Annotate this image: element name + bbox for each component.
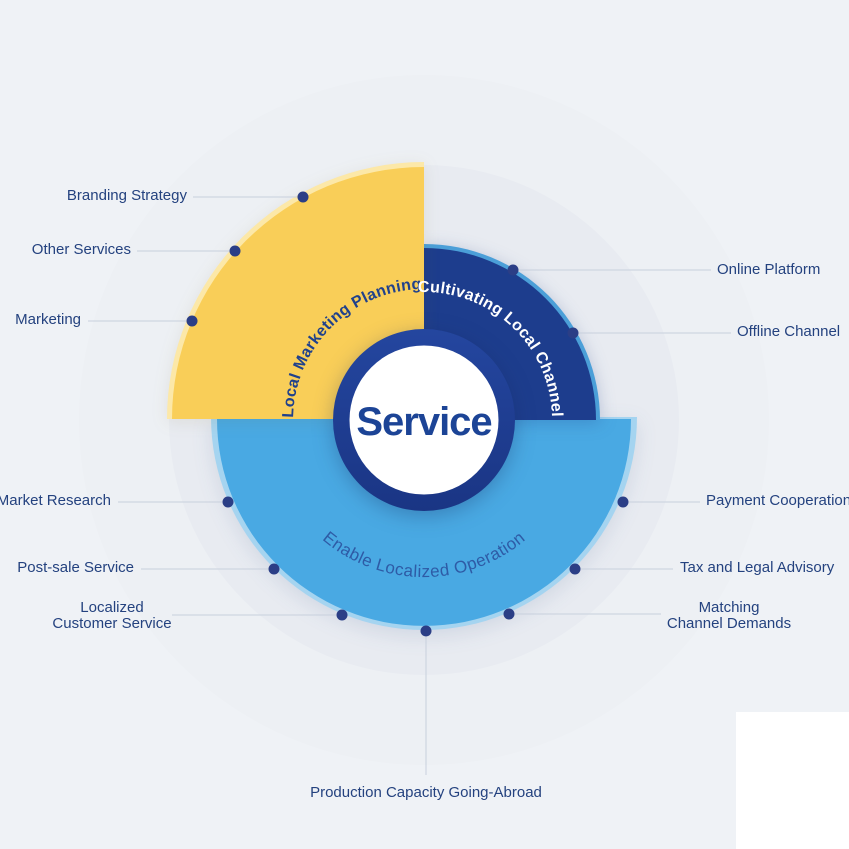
callout-branding-strategy: Branding Strategy [66, 187, 187, 204]
callout-localized-customer-service-line1: Localized [80, 599, 144, 616]
center-title: Service [356, 400, 491, 444]
callout-dots [186, 191, 629, 637]
dot-branding-strategy [297, 191, 309, 203]
center-hub [349, 345, 499, 495]
callout-localized-customer-service-line2: Customer Service [52, 615, 172, 632]
callout-localized-customer-service: Localized Customer Service [12, 600, 212, 632]
callout-market-research: Market Research [0, 492, 111, 509]
dot-payment-cooperation [617, 496, 629, 508]
callout-tax-legal-advisory: Tax and Legal Advisory [680, 559, 835, 576]
dot-marketing [186, 315, 198, 327]
dot-tax-legal-advisory [569, 563, 581, 575]
corner-white-block [736, 712, 849, 849]
callout-matching-channel-demands-line2: Channel Demands [666, 615, 792, 632]
callout-marketing: Marketing [15, 311, 81, 328]
dot-market-research [222, 496, 234, 508]
callout-production-capacity: Production Capacity Going-Abroad [310, 784, 542, 801]
callout-payment-cooperation: Payment Cooperation [706, 492, 849, 509]
dot-offline-channel [567, 327, 579, 339]
callout-online-platform: Online Platform [717, 261, 821, 278]
segment-enable-localized-operation [217, 419, 631, 626]
dot-post-sale-service [268, 563, 280, 575]
callout-post-sale-service: Post-sale Service [17, 559, 134, 576]
dot-other-services [229, 245, 241, 257]
callout-lines [88, 196, 731, 775]
dot-production-capacity [420, 625, 432, 637]
dot-localized-customer-service [336, 609, 348, 621]
callout-other-services: Other Services [31, 241, 131, 258]
dot-matching-channel-demands [503, 608, 515, 620]
dot-online-platform [507, 264, 519, 276]
callout-matching-channel-demands: Matching Channel Demands [629, 600, 829, 632]
callout-matching-channel-demands-line1: Matching [698, 599, 760, 616]
callout-offline-channel: Offline Channel [737, 323, 841, 340]
